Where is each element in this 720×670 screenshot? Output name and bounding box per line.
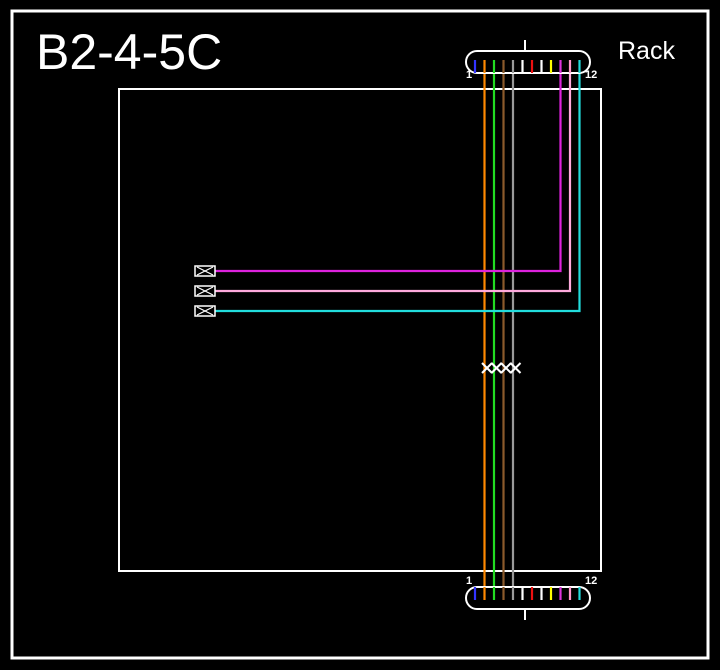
outlet-cross-b	[196, 286, 214, 296]
outlet-cross-b	[196, 306, 214, 316]
diagram-title: B2-4-5C	[36, 24, 223, 80]
top-connector-start-label: 1	[466, 69, 472, 81]
fiber-lines	[215, 73, 581, 587]
cut-mark-icon	[509, 362, 522, 374]
bottom-connector-body	[465, 586, 591, 610]
outer-frame	[10, 9, 710, 660]
outlets	[194, 265, 216, 317]
bottom-connector-end-label: 12	[585, 575, 597, 587]
rack-label: Rack	[618, 37, 675, 65]
outlet-fiber-line	[215, 73, 581, 313]
cut-mark-icon	[500, 362, 512, 374]
top-connector-ticks	[473, 60, 581, 73]
cut-marks	[481, 362, 522, 374]
bottom-connector-start-label: 1	[466, 575, 472, 587]
top-connector-end-label: 12	[585, 69, 597, 81]
outlet-cross-b	[196, 266, 214, 276]
outlet-fiber-line	[215, 73, 562, 273]
cut-mark-icon	[481, 362, 493, 374]
outlet-icon	[194, 285, 216, 297]
top-connector[interactable]: 1 12	[465, 40, 597, 81]
top-connector-body	[465, 50, 591, 74]
outlet-icon	[194, 265, 216, 277]
bottom-connector[interactable]: 1 12	[465, 575, 597, 620]
cut-mark-icon	[490, 362, 503, 374]
bottom-connector-ticks	[473, 587, 581, 600]
outlet-icon	[194, 305, 216, 317]
room-outline	[118, 88, 602, 572]
outlet-fiber-line	[215, 73, 572, 293]
